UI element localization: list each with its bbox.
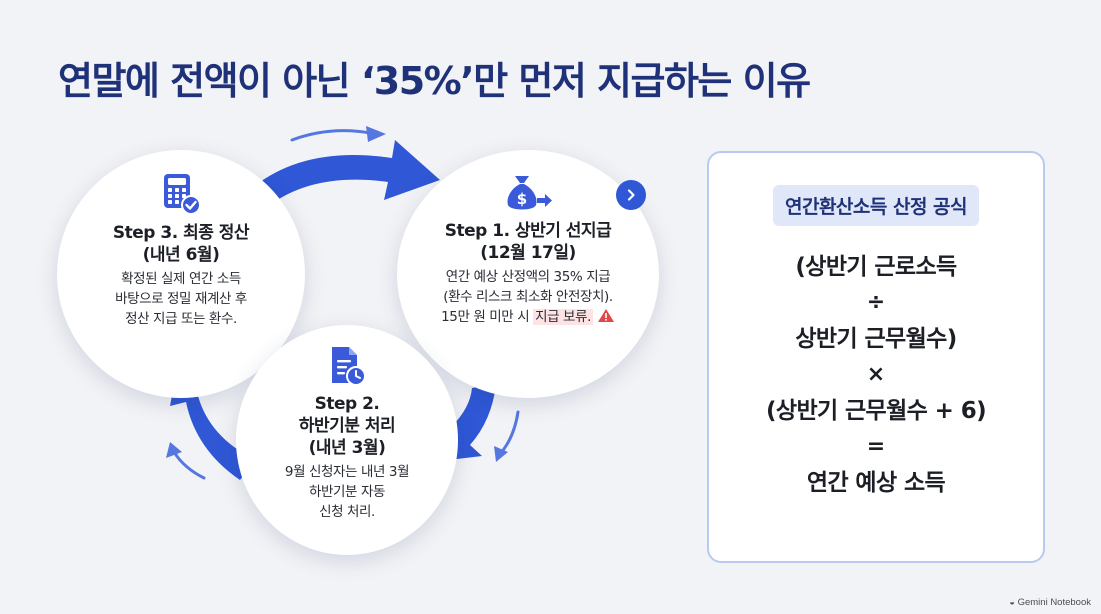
step2-circle: Step 2. 하반기분 처리 (내년 3월) 9월 신청자는 내년 3월 하반…: [236, 325, 458, 555]
warning-icon: [597, 309, 614, 322]
formula-line3: (상반기 근무월수 + 6): [765, 398, 987, 424]
formula-line1: (상반기 근로소득: [795, 254, 957, 280]
step3-description: 확정된 실제 연간 소득 바탕으로 정밀 재계산 후 정산 지급 또는 환수.: [115, 271, 247, 327]
equals-operator: =: [866, 434, 886, 459]
step3-circle: Step 3. 최종 정산 (내년 6월) 확정된 실제 연간 소득 바탕으로 …: [57, 150, 305, 398]
step2-title-line1: Step 2.: [314, 394, 380, 414]
step1-hold-line: 15만 원 미만 시 지급 보류.: [397, 307, 659, 327]
formula-title: 연간환산소득 산정 공식: [772, 185, 980, 226]
arrow-step3-to-step1: [252, 126, 440, 205]
step1-title: Step 1. 상반기 선지급: [444, 221, 612, 241]
payment-hold-text: 지급 보류.: [533, 309, 593, 325]
formula-panel: 연간환산소득 산정 공식 (상반기 근로소득 ÷ 상반기 근무월수) × (상반…: [707, 151, 1045, 563]
chevron-right-icon: [627, 189, 635, 201]
step2-description: 9월 신청자는 내년 3월 하반기분 자동 신청 처리.: [284, 464, 410, 520]
page-title: 연말에 전액이 아닌 ‘35%’만 먼저 지급하는 이유: [58, 59, 811, 103]
step3-date: (내년 6월): [142, 245, 220, 265]
formula-line2: 상반기 근무월수): [795, 326, 957, 352]
calculator-check-icon: [164, 174, 201, 215]
step1-date: (12월 17일): [480, 243, 576, 263]
next-arrow-button[interactable]: [616, 180, 646, 210]
formula-result: 연간 예상 소득: [806, 470, 946, 496]
multiply-operator: ×: [866, 362, 886, 387]
step3-title: Step 3. 최종 정산: [112, 223, 250, 243]
brand-watermark: ◒ Gemini Notebook: [1009, 597, 1091, 608]
step1-circle: $ Step 1. 상반기 선지급 (12월 17일) 연간 예상 산정액의 3…: [397, 150, 659, 398]
step1-description: 연간 예상 산정액의 35% 지급 (환수 리스크 최소화 안전장치). 15만…: [397, 267, 659, 327]
divide-operator: ÷: [866, 290, 886, 315]
step2-date: (내년 3월): [308, 438, 386, 458]
money-bag-icon: $: [507, 176, 552, 210]
brand-logo-icon: ◒: [1009, 597, 1015, 608]
svg-text:$: $: [517, 190, 527, 208]
step2-title-line2: 하반기분 처리: [298, 416, 396, 436]
document-clock-icon: [332, 347, 366, 386]
formula-body: (상반기 근로소득 ÷ 상반기 근무월수) × (상반기 근무월수 + 6) =…: [709, 248, 1043, 502]
